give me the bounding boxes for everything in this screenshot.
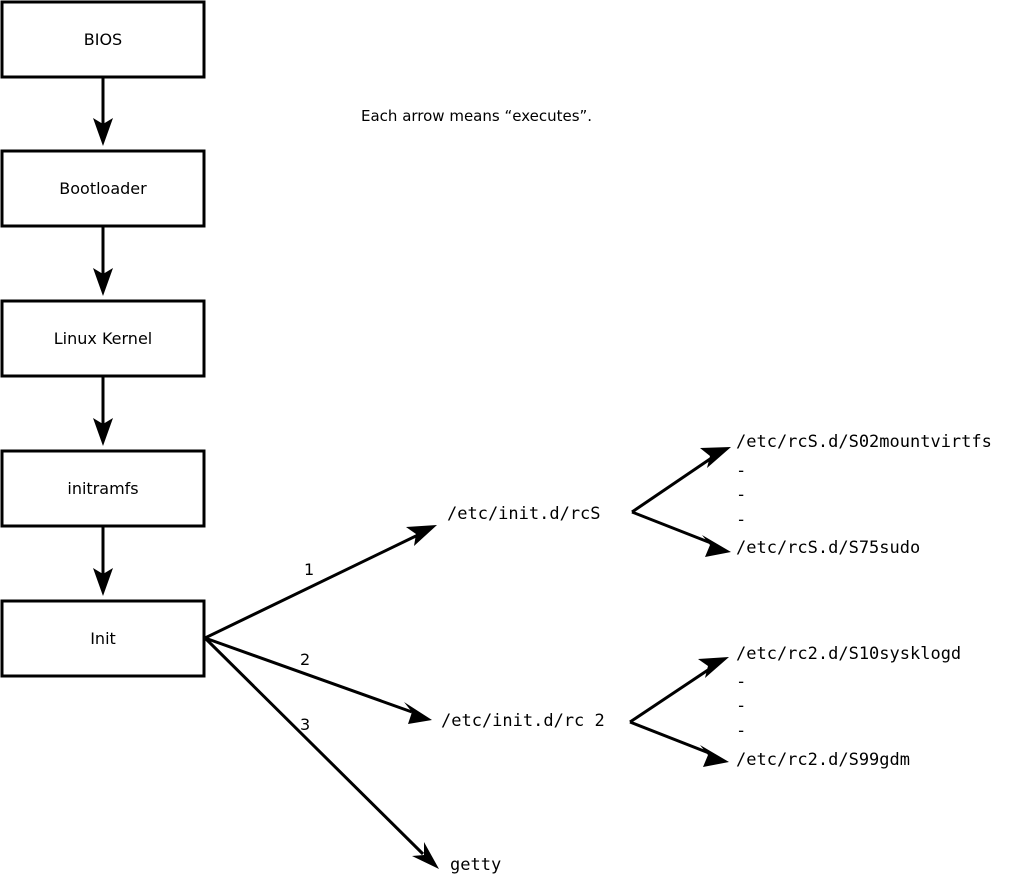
rcs-script-last[interactable]: /etc/rcS.d/S75sudo: [736, 538, 920, 558]
arrow-init-branch-3: [203, 636, 439, 869]
arrow-bootloader-to-kernel: [93, 226, 113, 296]
arrowhead-init-branch-1: [406, 525, 437, 546]
rcs-ellipsis-1: -: [736, 461, 746, 481]
branch-number-3: 3: [300, 715, 310, 734]
rc2-ellipsis-3: -: [736, 721, 746, 741]
node-bios[interactable]: BIOS: [0, 0, 206, 79]
branch-target-rcs[interactable]: /etc/init.d/rcS: [447, 504, 601, 524]
arrowhead-rcs-last: [702, 535, 731, 557]
arrow-init-branch-2: [204, 636, 432, 724]
rcs-script-first[interactable]: /etc/rcS.d/S02mountvirtfs: [736, 432, 992, 452]
arrow-rcs-to-last-script: [631, 510, 731, 557]
node-kernel-label: Linux Kernel: [54, 329, 152, 348]
node-bootloader-rect[interactable]: [0, 149, 206, 228]
arrow-initramfs-to-init: [93, 526, 113, 596]
rc2-ellipsis-1: -: [736, 672, 746, 692]
rc2-ellipsis-2: -: [736, 696, 746, 716]
arrowhead-rc2-first: [698, 657, 729, 678]
arrowhead-init-branch-2: [404, 702, 432, 724]
arrow-bios-to-bootloader: [93, 77, 113, 146]
arrow-rc2-to-first-script: [629, 657, 729, 724]
arrow-kernel-to-initramfs: [93, 376, 113, 446]
legend-note: Each arrow means “executes”.: [361, 107, 592, 125]
node-init-rect[interactable]: [0, 599, 206, 678]
node-initramfs-rect[interactable]: [0, 449, 206, 528]
rcs-ellipsis-2: -: [736, 485, 746, 505]
node-bootloader[interactable]: Bootloader: [0, 149, 206, 228]
node-bootloader-label: Bootloader: [59, 179, 147, 198]
arrow-rc2-to-last-script: [629, 720, 729, 767]
arrowhead-init-branch-3: [412, 842, 439, 869]
branch-number-2: 2: [300, 650, 310, 669]
arrow-rcs-to-first-script: [631, 447, 731, 514]
node-initramfs-label: initramfs: [67, 479, 138, 498]
branch-target-rc2[interactable]: /etc/init.d/rc 2: [441, 711, 605, 731]
arrow-init-branch-1: [204, 525, 437, 640]
arrowhead-initramfs-to-init: [93, 568, 113, 596]
arrowhead-bootloader-to-kernel: [93, 268, 113, 296]
branch-target-getty[interactable]: getty: [450, 855, 501, 875]
arrowhead-rcs-first: [700, 447, 731, 468]
node-init-label: Init: [90, 629, 116, 648]
node-init[interactable]: Init: [0, 599, 206, 678]
node-bios-rect[interactable]: [0, 0, 206, 79]
rc2-script-last[interactable]: /etc/rc2.d/S99gdm: [736, 750, 910, 770]
rc2-script-first[interactable]: /etc/rc2.d/S10sysklogd: [736, 644, 961, 664]
rcs-ellipsis-3: -: [736, 510, 746, 530]
node-kernel[interactable]: Linux Kernel: [0, 299, 206, 378]
arrowhead-kernel-to-initramfs: [93, 418, 113, 446]
arrowhead-rc2-last: [700, 745, 729, 767]
node-initramfs[interactable]: initramfs: [0, 449, 206, 528]
arrowhead-bios-to-bootloader: [93, 118, 113, 146]
branch-number-1: 1: [304, 560, 314, 579]
node-bios-label: BIOS: [84, 30, 122, 49]
